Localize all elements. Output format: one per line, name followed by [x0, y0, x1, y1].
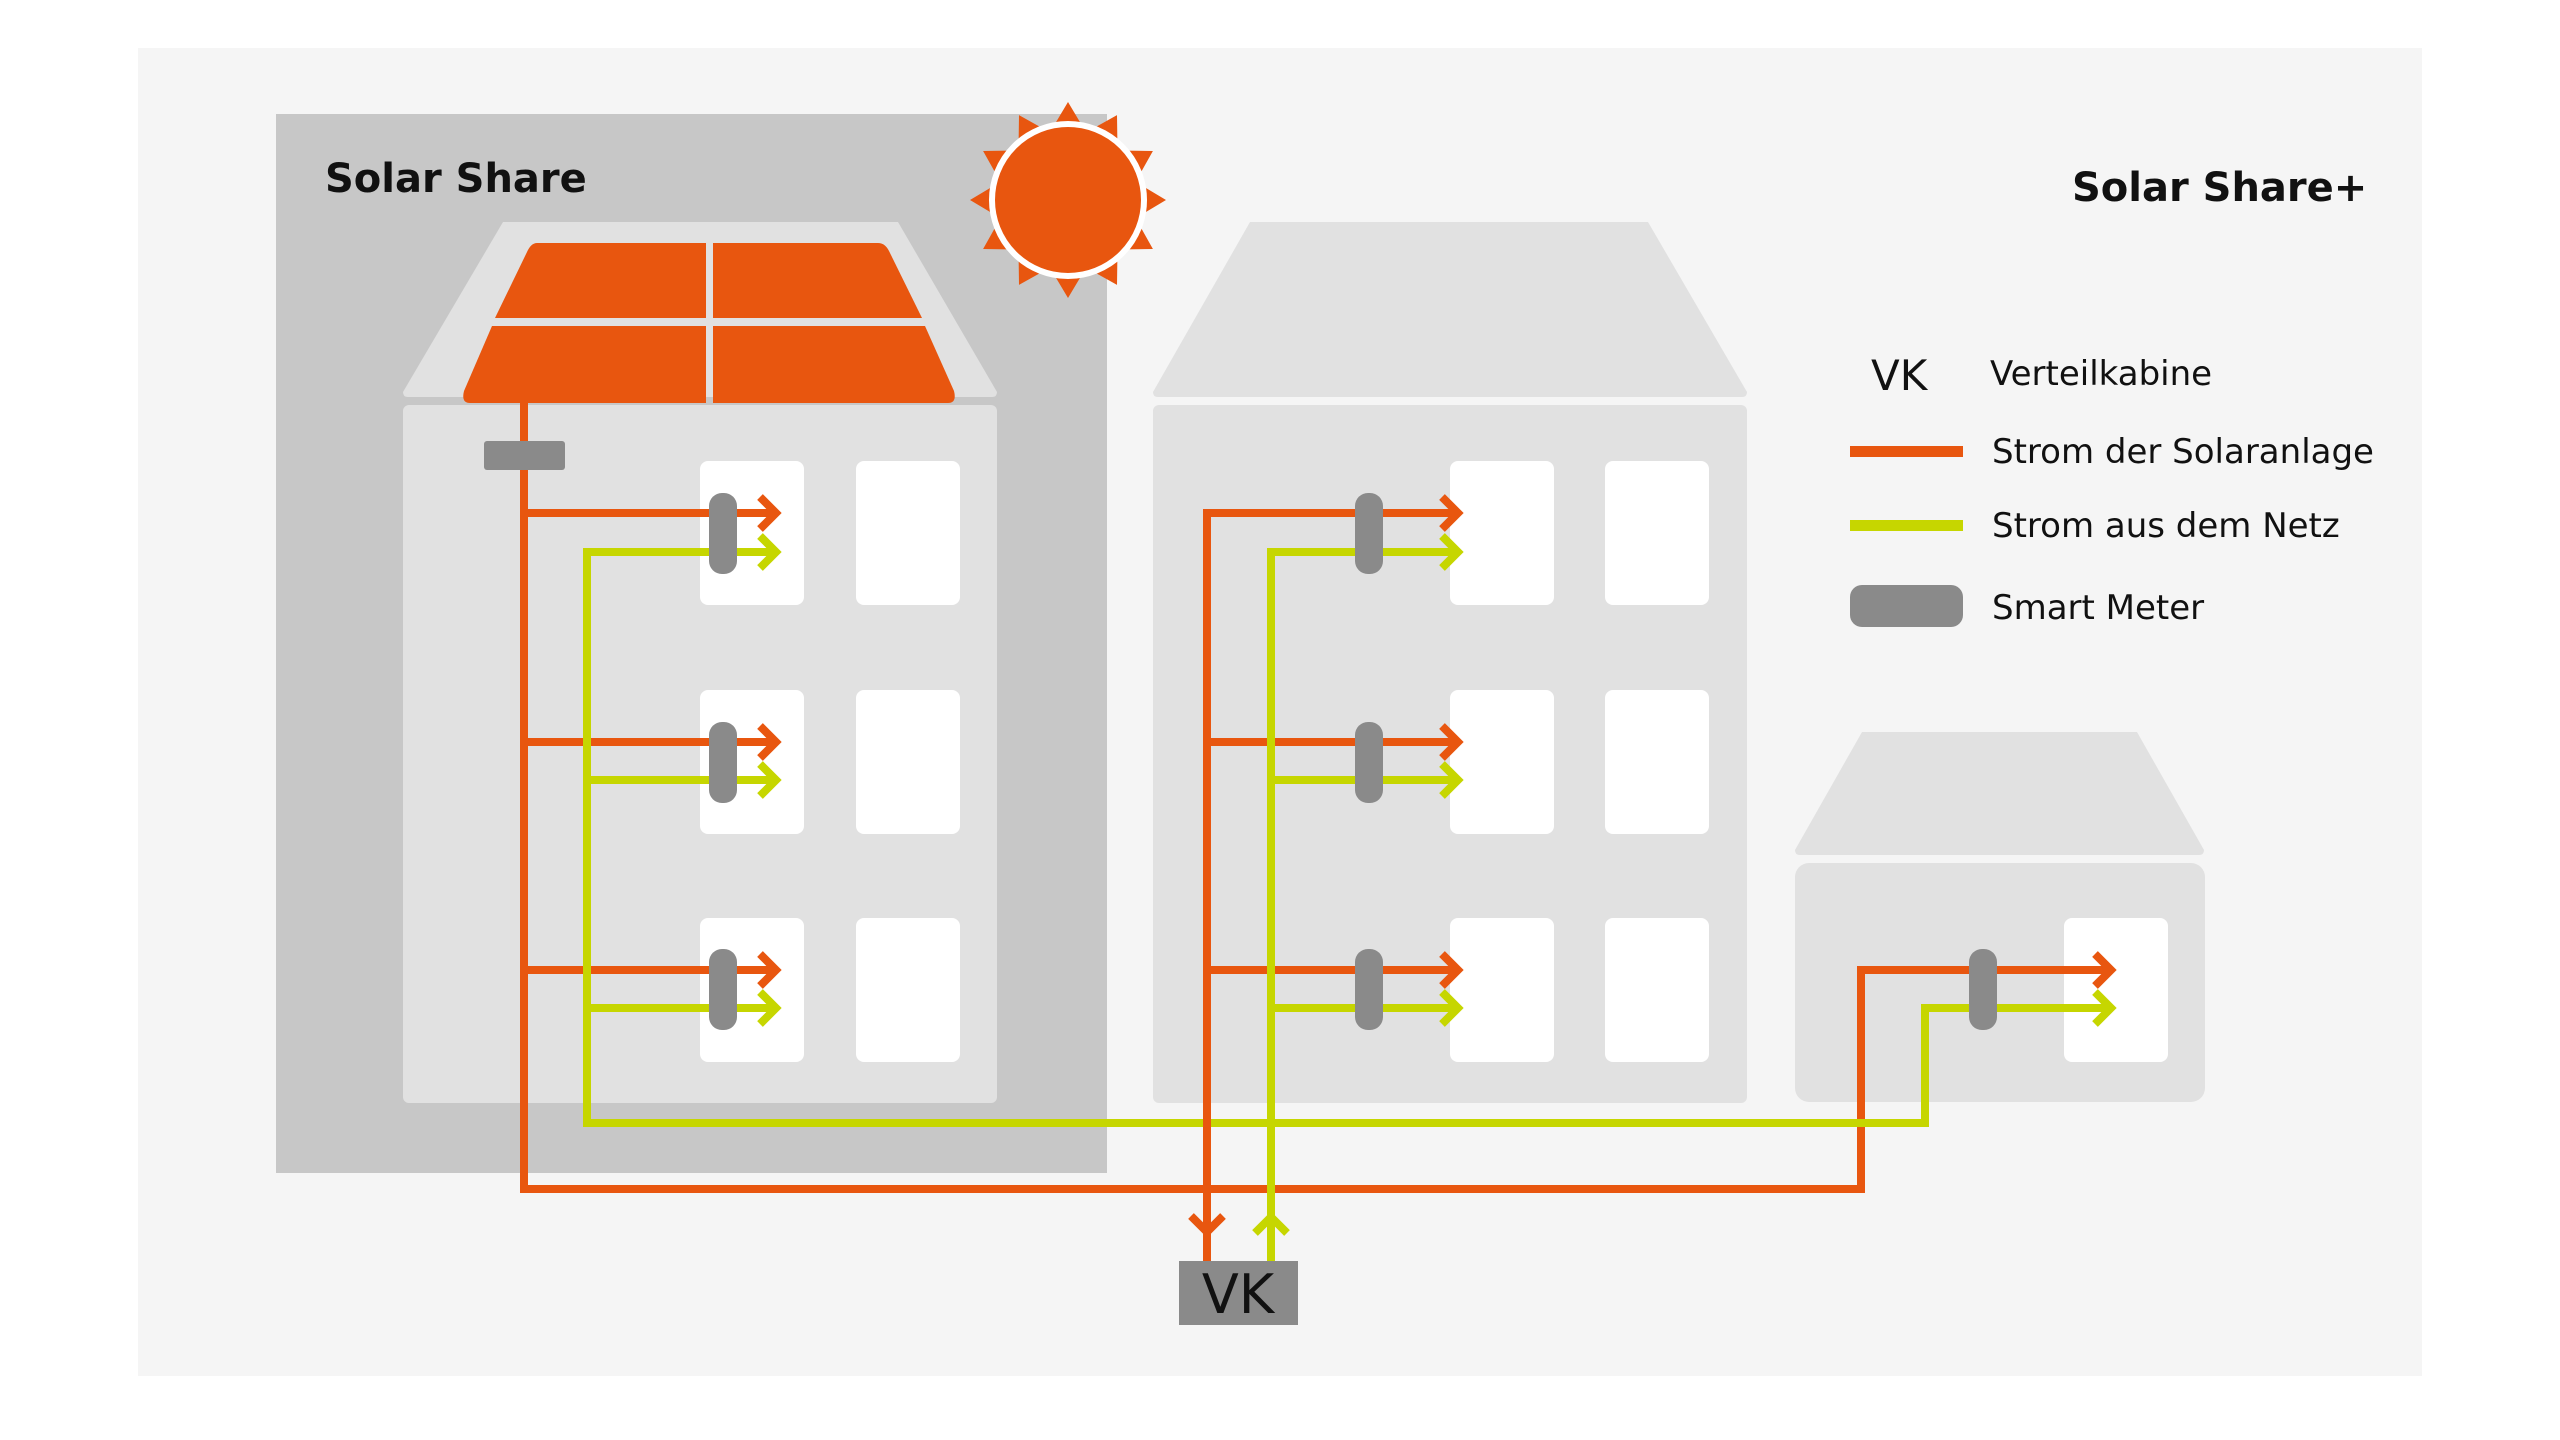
roof	[1795, 732, 2204, 855]
legend-label-smart-meter: Smart Meter	[1992, 588, 2204, 628]
window	[2064, 918, 2168, 1062]
inverter-box	[484, 441, 565, 470]
arrow-head-icon	[757, 723, 782, 761]
solar-panel-icon	[463, 243, 955, 403]
building-small	[1795, 732, 2205, 1102]
legend-vk-symbol: VK	[1871, 351, 1929, 400]
vk-label: VK	[1202, 1263, 1276, 1326]
arrow-head-icon	[757, 989, 782, 1027]
arrow-head-icon	[1439, 723, 1464, 761]
legend-label-verteilkabine: Verteilkabine	[1990, 354, 2212, 394]
legend-label-grid: Strom aus dem Netz	[1992, 506, 2340, 546]
legend-solar-line-icon	[1850, 446, 1963, 457]
arrow-up-icon	[1252, 1211, 1290, 1236]
arrow-head-icon	[757, 533, 782, 571]
smart-meter-icon	[1969, 949, 1997, 1030]
legend-label-solar: Strom der Solaranlage	[1992, 432, 2374, 472]
solar-power-line	[520, 403, 2111, 1193]
arrow-head-icon	[757, 761, 782, 799]
arrow-head-icon	[2092, 951, 2117, 989]
arrow-head-icon	[1439, 494, 1464, 532]
window	[856, 461, 960, 605]
smart-meter-icon	[709, 493, 737, 574]
smart-meter-icon	[1355, 493, 1383, 574]
vk-box	[1179, 1261, 1298, 1325]
arrow-head-icon	[757, 494, 782, 532]
window	[856, 918, 960, 1062]
solar-share-plus-title: Solar Share+	[2072, 165, 2367, 211]
sun-icon	[970, 102, 1166, 298]
legend-grid-line-icon	[1850, 520, 1963, 531]
window	[1605, 918, 1709, 1062]
sun-disc	[989, 121, 1147, 279]
window	[1605, 690, 1709, 834]
window	[1450, 918, 1554, 1062]
arrow-head-icon	[1439, 533, 1464, 571]
legend-smart-meter-icon	[1850, 585, 1963, 627]
window	[856, 690, 960, 834]
arrow-head-icon	[1439, 761, 1464, 799]
arrow-head-icon	[1439, 989, 1464, 1027]
arrow-head-icon	[2092, 989, 2117, 1027]
smart-meter-icon	[709, 722, 737, 803]
smart-meter-icon	[1355, 722, 1383, 803]
legend: VK Verteilkabine Strom der Solaranlage S…	[1850, 351, 2374, 628]
vk-distribution-cabinet: VK	[1179, 1261, 1298, 1326]
window	[1450, 461, 1554, 605]
smart-meter-icon	[709, 949, 737, 1030]
solar-share-title: Solar Share	[325, 156, 587, 202]
arrow-head-icon	[1439, 951, 1464, 989]
roof	[1153, 222, 1747, 397]
window	[1450, 690, 1554, 834]
window	[1605, 461, 1709, 605]
arrow-head-icon	[757, 951, 782, 989]
arrow-down-icon	[1188, 1213, 1226, 1238]
smart-meter-icon	[1355, 949, 1383, 1030]
